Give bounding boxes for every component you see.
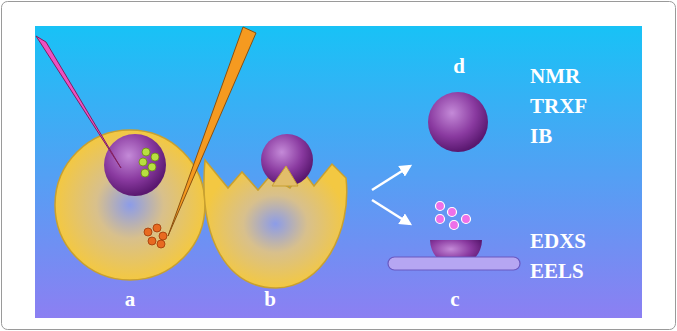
method-name: IB	[530, 126, 552, 147]
arrow	[372, 166, 410, 190]
panel-letter: a	[125, 289, 136, 310]
method-name: EDXS	[530, 231, 586, 252]
cell-fragment	[272, 166, 298, 186]
cell	[55, 130, 205, 280]
slide	[388, 257, 520, 270]
released-nucleus	[261, 134, 313, 186]
cytoplasm-particles	[144, 224, 167, 248]
arrow	[372, 200, 410, 224]
nuclear-particles	[139, 148, 159, 177]
nucleus	[104, 134, 166, 196]
panel-letter: d	[453, 56, 465, 77]
method-name: EELS	[530, 261, 584, 282]
panel-letter: c	[450, 289, 459, 310]
background-panel	[35, 26, 642, 318]
isolated-nucleus	[428, 92, 488, 152]
method-name: TRXF	[530, 96, 587, 117]
method-name: NMR	[530, 66, 580, 87]
pink-pipette	[36, 36, 121, 168]
released-particles	[436, 202, 471, 230]
panel-letter: b	[264, 289, 276, 310]
